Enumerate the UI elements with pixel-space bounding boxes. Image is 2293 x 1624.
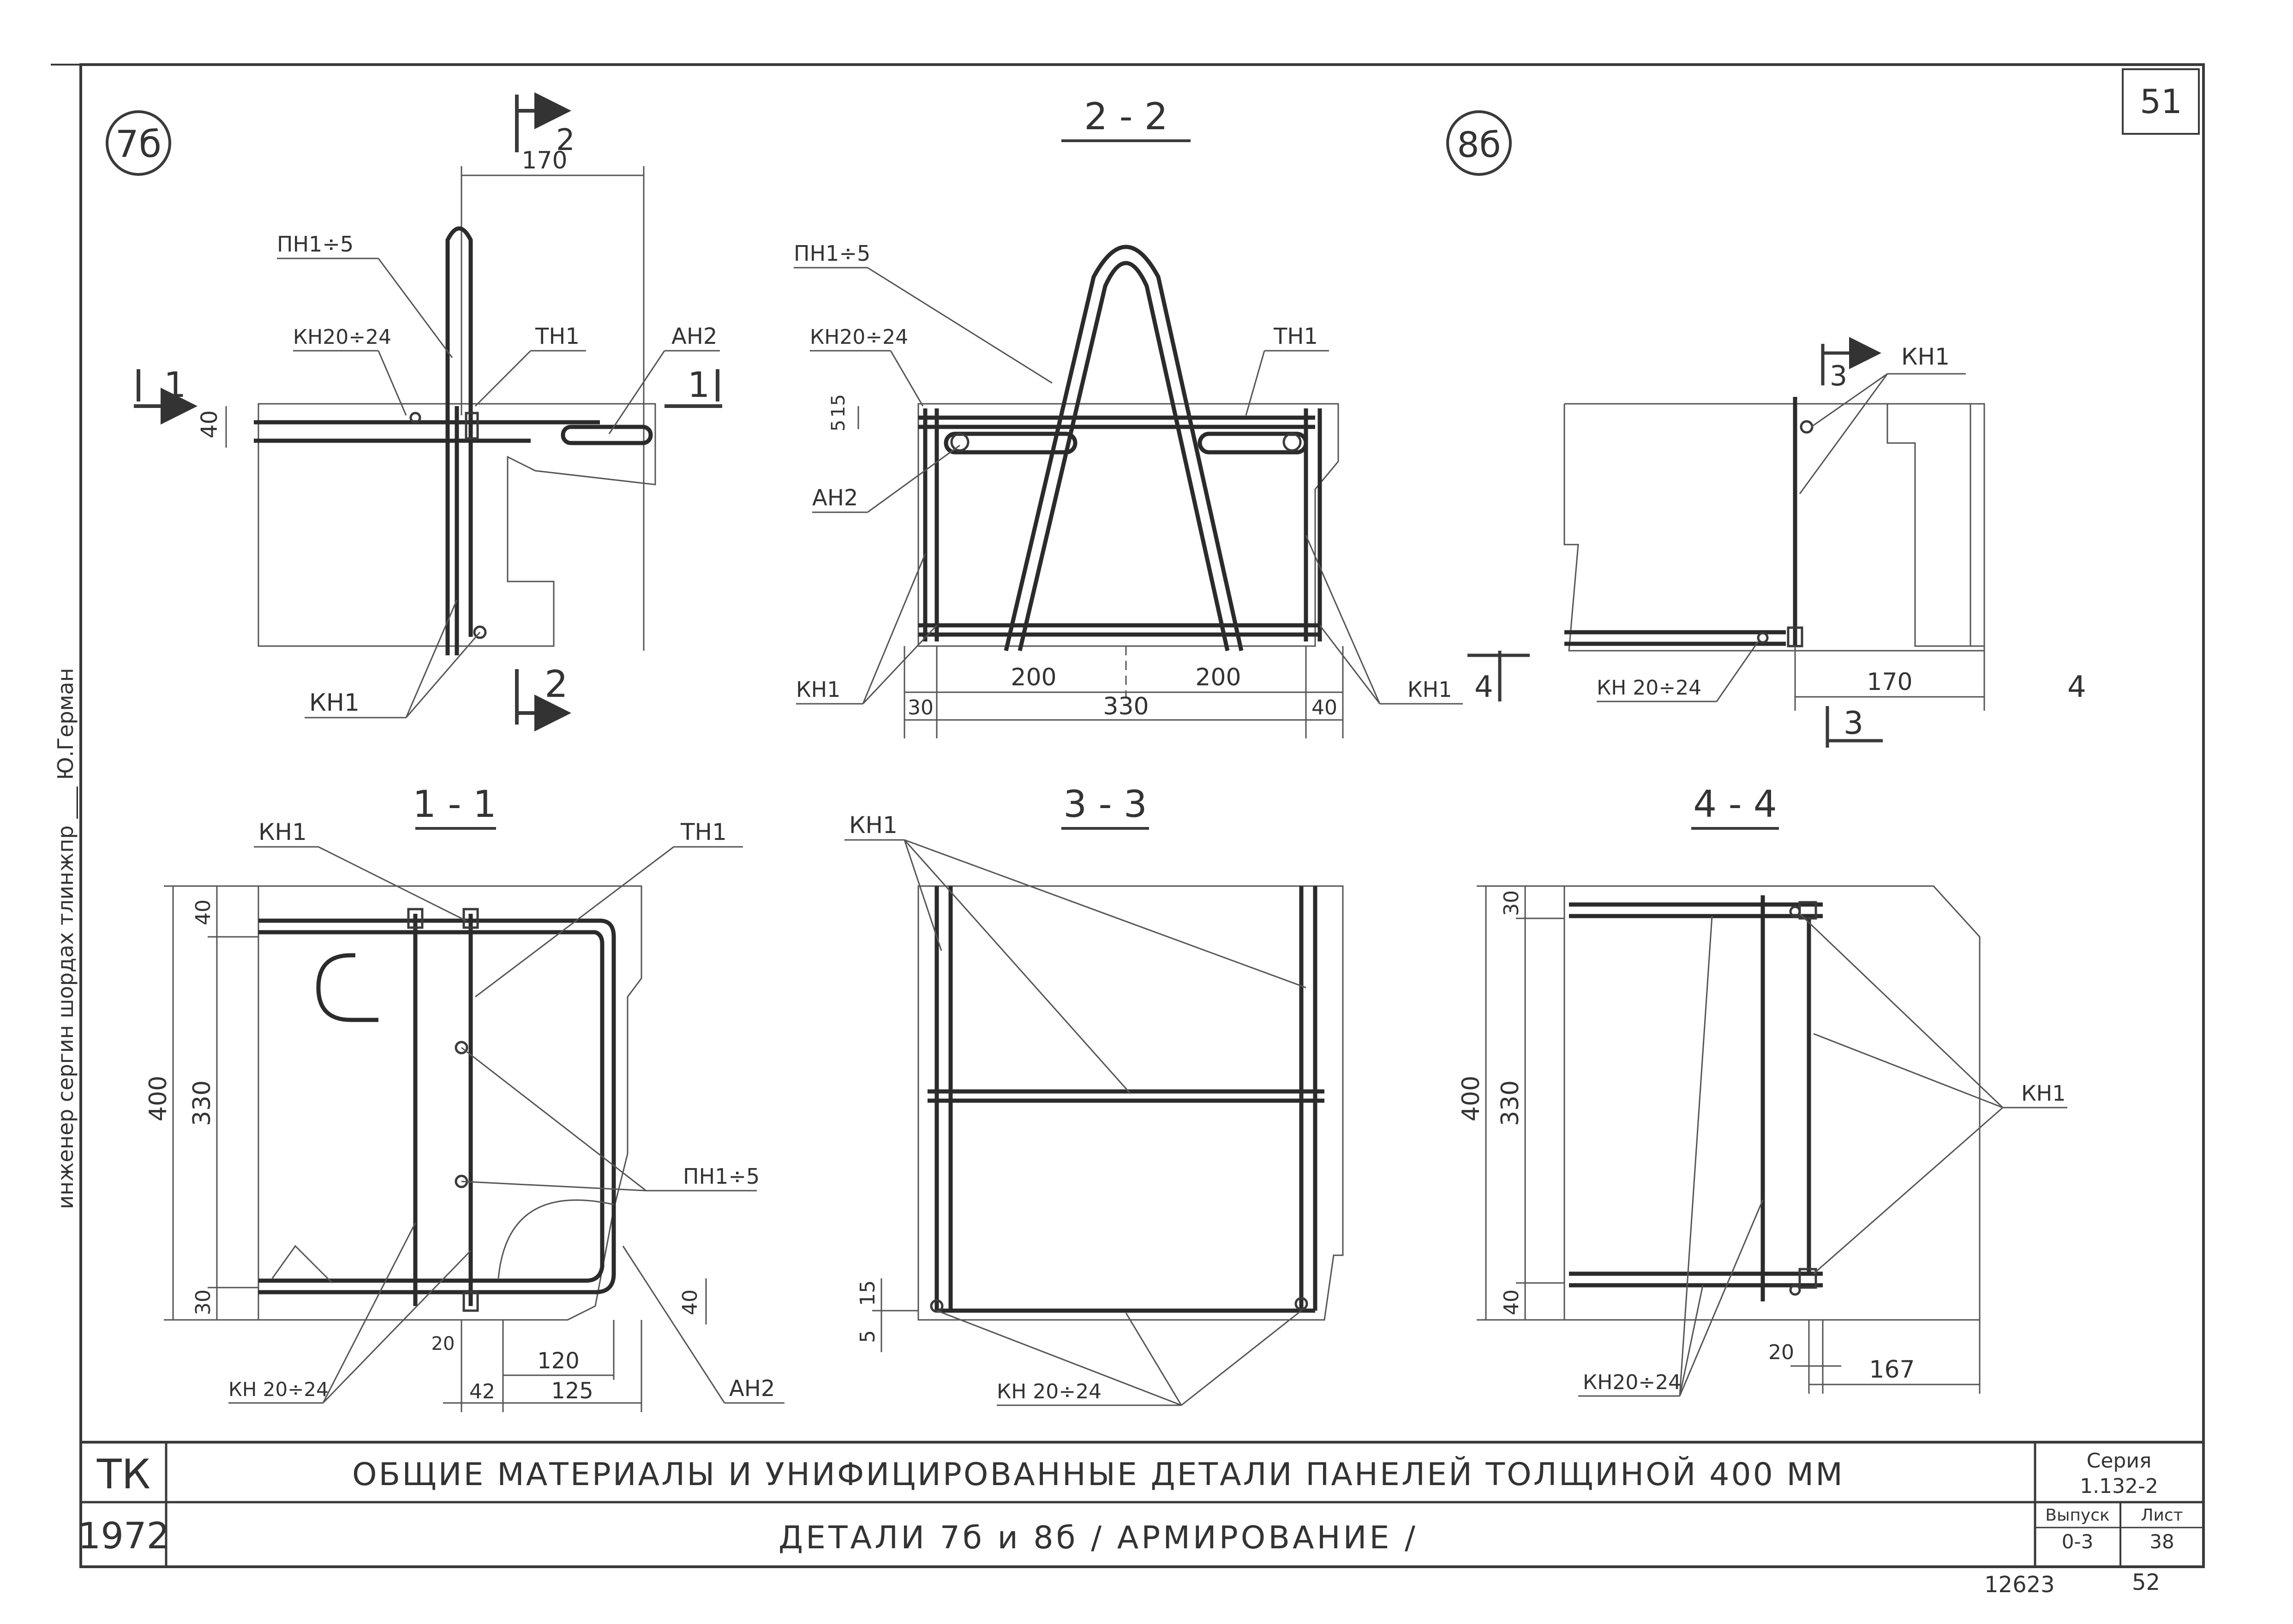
lbl-11-kn20: КН 20÷24 <box>228 1378 329 1401</box>
lbl-7b-pn: ПН1÷5 <box>277 232 353 257</box>
title-line-2: ДЕТАЛИ 7б и 8б / АРМИРОВАНИЕ / <box>778 1520 1418 1556</box>
dim-44-330: 330 <box>1497 1080 1524 1126</box>
sheet-value: 38 <box>2149 1530 2174 1553</box>
dim-33-5: 5 <box>856 1330 880 1343</box>
side-stamp: инженер сергин шордах тлинжпр ___ Ю.Герм… <box>53 65 82 1567</box>
lbl-22-pn: ПН1÷5 <box>794 241 870 266</box>
lbl-11-an2: АН2 <box>729 1376 775 1402</box>
dim-44-20: 20 <box>1768 1341 1794 1364</box>
lbl-11-tn1: ТН1 <box>680 819 727 845</box>
dim-7b-40: 40 <box>197 410 222 438</box>
title-year: 1972 <box>78 1516 170 1557</box>
sheet-label: Лист <box>2141 1506 2183 1525</box>
issue-value: 0-3 <box>2062 1530 2094 1553</box>
title-line-1: ОБЩИЕ МАТЕРИАЛЫ И УНИФИЦИРОВАННЫЕ ДЕТАЛИ… <box>352 1456 1844 1493</box>
view-2-2: 2 - 2 ПН1÷5 КН20÷24 ТН1 АН2 <box>794 95 1463 738</box>
view-3-3: 3 - 3 КН1 КН 20÷24 15 5 <box>844 783 1344 1406</box>
lbl-22-kn20: КН20÷24 <box>810 325 908 349</box>
dim-22-200-right: 200 <box>1195 664 1241 691</box>
dim-11-40-right: 40 <box>678 1289 702 1315</box>
section-2-top: 2 <box>556 123 575 157</box>
lbl-33-kn20: КН 20÷24 <box>997 1380 1102 1403</box>
lbl-8b-kn1: КН1 <box>1901 343 1950 370</box>
dim-11-20: 20 <box>431 1333 455 1354</box>
title-block: ТК 1972 ОБЩИЕ МАТЕРИАЛЫ И УНИФИЦИРОВАННЫ… <box>78 1441 2205 1568</box>
lbl-44-kn1: КН1 <box>2021 1081 2066 1106</box>
dim-22-30: 30 <box>908 696 934 719</box>
title-org: ТК <box>96 1450 150 1498</box>
badge-8b: 8б <box>1457 124 1501 165</box>
view-7b: 7б 2 170 40 1 1 ПН1÷5 КН20÷24 <box>106 95 722 725</box>
section-3-bottom: 3 <box>1844 705 1863 742</box>
dim-11-30: 30 <box>192 1289 215 1315</box>
dim-44-167: 167 <box>1869 1356 1915 1384</box>
sheet-corner-number: 51 <box>2140 82 2182 121</box>
series-value: 1.132-2 <box>2080 1474 2158 1498</box>
dim-8b-170: 170 <box>1867 668 1912 696</box>
dim-11-400: 400 <box>144 1076 172 1121</box>
section-1-right: 1 <box>688 364 710 405</box>
dim-44-30: 30 <box>1500 890 1523 916</box>
dim-11-330: 330 <box>188 1080 216 1126</box>
lbl-22-kn1-left: КН1 <box>796 677 841 702</box>
view-8b: 8б 3 КН1 4 4 КН 20÷24 170 <box>1446 110 2086 748</box>
section-4-left: 4 <box>1474 670 1493 704</box>
lbl-22-kn1-right: КН1 <box>1407 677 1452 702</box>
lbl-7b-an2: АН2 <box>671 324 717 349</box>
series-label: Серия <box>2087 1449 2152 1473</box>
bottom-stamp-number-2: 52 <box>2132 1570 2160 1595</box>
dim-33-15: 15 <box>856 1280 880 1306</box>
title-4-4: 4 - 4 <box>1693 783 1777 826</box>
lbl-11-kn1: КН1 <box>258 819 307 845</box>
dim-22-200-left: 200 <box>1011 664 1056 691</box>
section-3-top: 3 <box>1830 360 1847 392</box>
dim-44-40: 40 <box>1500 1289 1523 1315</box>
dim-22-5: 5 <box>828 420 849 431</box>
section-1-left: 1 <box>164 364 186 405</box>
title-1-1: 1 - 1 <box>413 783 497 826</box>
section-2-bottom: 2 <box>545 663 568 706</box>
bottom-stamp-number: 12623 <box>1984 1572 2055 1598</box>
view-4-4: 4 - 4 КН1 КН20÷24 400 30 <box>1457 783 2067 1397</box>
lbl-11-pn: ПН1÷5 <box>683 1164 760 1189</box>
lbl-7b-kn1: КН1 <box>309 689 359 717</box>
lbl-22-an2: АН2 <box>812 485 858 511</box>
dim-11-42: 42 <box>469 1380 495 1403</box>
dim-22-15: 15 <box>828 394 849 418</box>
dim-22-40: 40 <box>1311 696 1337 719</box>
lbl-44-kn20: КН20÷24 <box>1583 1371 1681 1394</box>
view-1-1: 1 - 1 КН1 ТН1 ПН1÷5 КН 20÷24 <box>144 783 784 1412</box>
section-4-right: 4 <box>2067 670 2086 704</box>
badge-7b: 7б <box>115 123 162 166</box>
lbl-33-kn1: КН1 <box>849 812 898 839</box>
dim-11-125: 125 <box>551 1378 593 1404</box>
lbl-22-tn1: ТН1 <box>1273 324 1318 349</box>
lbl-8b-kn20: КН 20÷24 <box>1597 676 1701 700</box>
dim-44-400: 400 <box>1457 1076 1485 1121</box>
dim-11-120: 120 <box>537 1348 580 1374</box>
lbl-7b-tn1: ТН1 <box>535 324 580 349</box>
issue-label: Выпуск <box>2045 1506 2110 1525</box>
dim-22-330: 330 <box>1103 693 1149 720</box>
lbl-7b-kn20: КН20÷24 <box>293 325 391 349</box>
title-2-2: 2 - 2 <box>1084 95 1168 138</box>
dim-7b-170: 170 <box>521 147 567 174</box>
badge-7b-circle <box>106 110 171 176</box>
title-3-3: 3 - 3 <box>1063 783 1147 826</box>
side-stamp-text: инженер сергин шордах тлинжпр ___ Ю.Герм… <box>53 668 78 1209</box>
badge-8b-circle <box>1446 110 1512 176</box>
dim-11-40-top: 40 <box>192 899 215 925</box>
